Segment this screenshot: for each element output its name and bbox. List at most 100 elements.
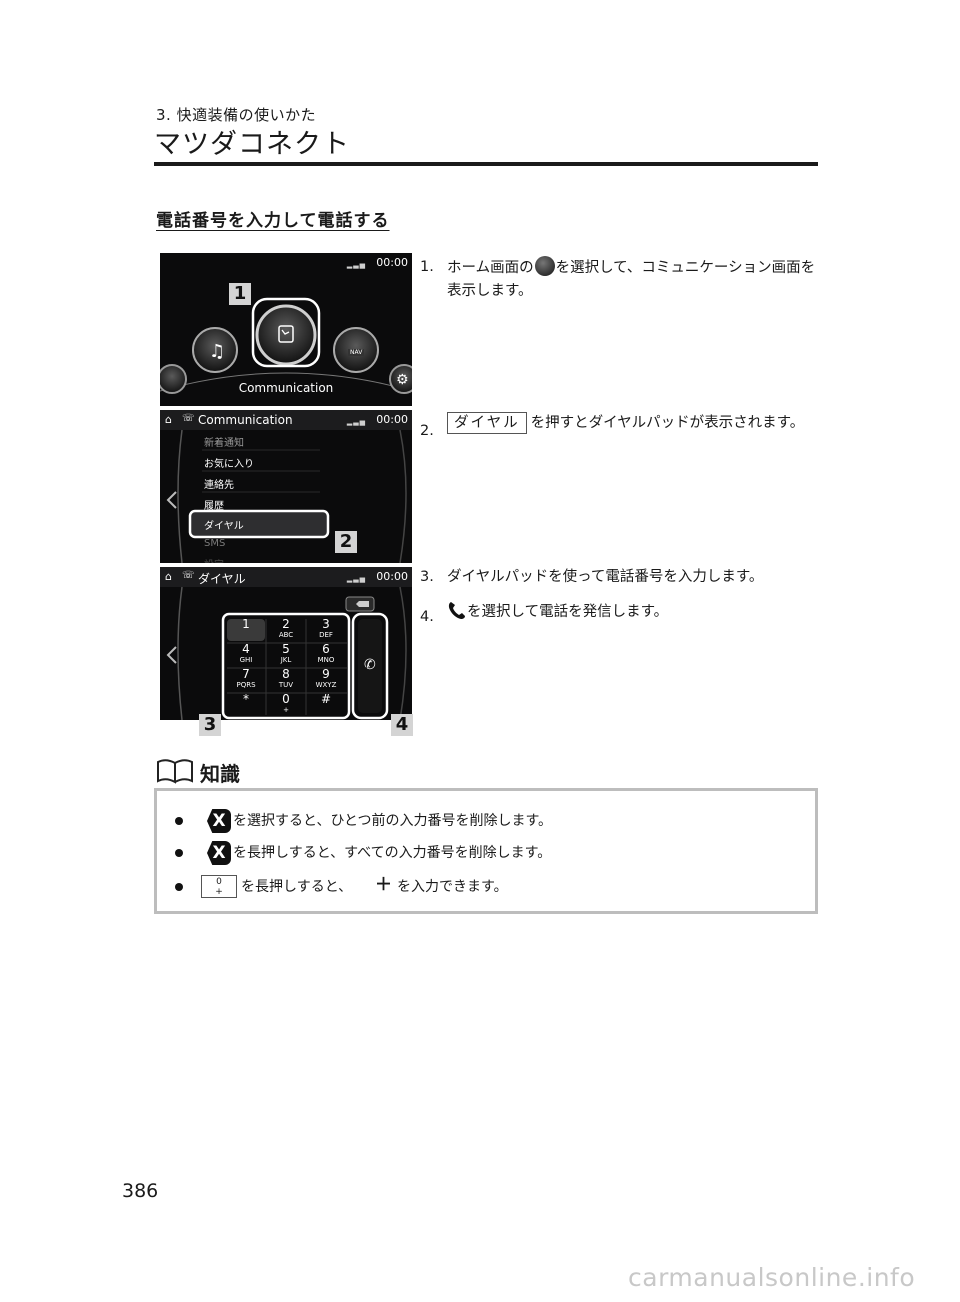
step-body: ダイヤルパッドを使って電話番号を入力します。 xyxy=(447,566,819,589)
dial-key-digit: 7 xyxy=(242,667,250,681)
screen-title: ダイヤル xyxy=(198,572,246,586)
knowledge-text: を長押しすると、 xyxy=(241,879,353,895)
screenshot-dialpad: ⌂ ☏ ダイヤル ▂▃▅ 00:00 ✆ 1 2 ABC 3 DEF 4 GHI… xyxy=(160,567,412,720)
delete-key-icon: X xyxy=(207,841,231,865)
menu-item: 履歴 xyxy=(204,501,224,512)
screenshot-communication-menu: ⌂ ☏ Communication ▂▃▅ 00:00 新着通知 お気に入り 連… xyxy=(160,410,412,563)
step-body: ダイヤルを押すとダイヤルパッドが表示されます。 xyxy=(447,412,819,435)
screenshot-home: ♫ ⚙ ▂▃▅ 00:00 NAV Communication xyxy=(160,253,412,406)
phone-app-icon: ☏ xyxy=(182,413,195,424)
title-rule xyxy=(154,162,818,166)
dial-key-digit: 6 xyxy=(322,642,330,656)
menu-item: 連絡先 xyxy=(204,480,234,491)
home-icon: ⌂ xyxy=(165,413,172,426)
step-2: 2. ダイヤルを押すとダイヤルパッドが表示されます。 xyxy=(420,412,820,462)
dial-key: 8 TUV xyxy=(266,667,306,693)
step-text: ホーム画面の xyxy=(447,260,534,276)
dial-key: 3 DEF xyxy=(306,617,346,643)
dial-key: 5 JKL xyxy=(266,642,306,668)
zero-key-icon: 0 + xyxy=(201,875,237,898)
menu-screen-graphic xyxy=(160,410,412,563)
step-text: を選択して、コミュニケーション画面を表示します。 xyxy=(447,260,816,299)
knowledge-item: 0 + を長押しすると、 ＋ を入力できます。 xyxy=(175,875,795,901)
callout-4: 4 xyxy=(391,714,413,736)
knowledge-text: を入力できます。 xyxy=(397,879,508,895)
dial-button-label: ダイヤル xyxy=(447,412,527,434)
signal-indicator: ▂▃▅ xyxy=(346,261,366,269)
dial-key-letters: + xyxy=(283,706,289,714)
menu-item: お気に入り xyxy=(204,459,254,470)
dial-key: 1 xyxy=(226,617,266,643)
dial-key-letters: DEF xyxy=(319,631,333,639)
chapter-label: 3. 快適装備の使いかた xyxy=(156,106,317,124)
dial-key-letters: PQRS xyxy=(236,681,256,689)
step-number: 4. xyxy=(420,609,434,625)
dial-key-digit: 1 xyxy=(242,617,250,631)
step-number: 3. xyxy=(420,569,434,585)
signal-indicator: ▂▃▅ xyxy=(346,575,366,583)
step-4: 4. を選択して電話を発信します。 xyxy=(420,600,820,626)
dial-key-digit: 2 xyxy=(282,617,290,631)
svg-text:⚙: ⚙ xyxy=(396,372,409,388)
callout-3: 3 xyxy=(199,714,221,736)
zero-key-plus: + xyxy=(215,887,223,897)
knowledge-text: を長押しすると、すべての入力番号を削除します。 xyxy=(233,845,552,861)
dial-key-digit: * xyxy=(243,692,249,706)
menu-item: SMS xyxy=(204,538,226,549)
dial-key-letters: ABC xyxy=(278,631,294,639)
menu-item: 新着通知 xyxy=(204,438,244,449)
step-body: を選択して電話を発信します。 xyxy=(447,600,819,624)
bullet-dot xyxy=(175,849,183,857)
step-text: を選択して電話を発信します。 xyxy=(467,604,669,620)
nav-badge: NAV xyxy=(348,349,365,356)
dial-key-digit: 3 xyxy=(322,617,330,631)
home-screen-label: Communication xyxy=(238,381,334,395)
clock: 00:00 xyxy=(376,570,408,583)
dialpad-screen-graphic xyxy=(160,567,412,720)
screen-title: Communication xyxy=(198,413,293,427)
delete-key-icon: X xyxy=(207,809,231,833)
communication-app-icon xyxy=(534,256,555,276)
dial-key-letters: GHI xyxy=(239,656,253,664)
phone-icon xyxy=(448,602,465,619)
dial-key-letters: MNO xyxy=(317,656,335,664)
knowledge-box: X を選択すると、ひとつ前の入力番号を削除します。 X を長押しすると、すべての… xyxy=(154,788,818,914)
dial-key: 0 + xyxy=(266,692,306,718)
step-number: 1. xyxy=(420,259,434,275)
knowledge-item: X を長押しすると、すべての入力番号を削除します。 xyxy=(175,841,795,867)
dial-key: 7 PQRS xyxy=(226,667,266,693)
phone-app-icon: ☏ xyxy=(182,570,195,581)
home-screen-graphic: ♫ ⚙ xyxy=(160,297,412,394)
svg-text:♫: ♫ xyxy=(209,341,225,362)
dial-key-digit: 8 xyxy=(282,667,290,681)
book-icon xyxy=(157,759,193,784)
step-number: 2. xyxy=(420,423,434,439)
dial-key: 9 WXYZ xyxy=(306,668,346,693)
dial-key-letters: TUV xyxy=(278,681,294,689)
clock: 00:00 xyxy=(376,413,408,426)
dial-key-digit: 0 xyxy=(282,692,290,706)
callout-1: 1 xyxy=(229,283,251,305)
dial-key: 6 MNO xyxy=(306,642,346,668)
dial-key-digit: 4 xyxy=(242,642,250,656)
step-text: を押すとダイヤルパッドが表示されます。 xyxy=(530,415,805,431)
bullet-dot xyxy=(175,817,183,825)
page-title: マツダコネクト xyxy=(154,129,350,160)
step-body: ホーム画面のを選択して、コミュニケーション画面を表示します。 xyxy=(447,256,819,303)
step-text: ダイヤルパッドを使って電話番号を入力します。 xyxy=(447,569,764,585)
watermark: carmanualsonline.info xyxy=(628,1263,916,1292)
dial-key: 4 GHI xyxy=(226,642,266,668)
home-icon: ⌂ xyxy=(165,570,172,583)
section-heading: 電話番号を入力して電話する xyxy=(156,211,390,231)
menu-item: 設定 xyxy=(204,556,224,563)
knowledge-item: X を選択すると、ひとつ前の入力番号を削除します。 xyxy=(175,809,795,835)
dial-key-letters: JKL xyxy=(280,656,292,664)
knowledge-title: 知識 xyxy=(200,762,240,786)
plus-symbol: ＋ xyxy=(375,875,392,895)
dial-key-digit: 5 xyxy=(282,642,290,656)
knowledge-text: を選択すると、ひとつ前の入力番号を削除します。 xyxy=(233,813,553,829)
callout-2: 2 xyxy=(335,531,357,553)
dial-key-letters: WXYZ xyxy=(315,681,337,689)
clock: 00:00 xyxy=(376,256,408,269)
step-1: 1. ホーム画面のを選択して、コミュニケーション画面を表示します。 xyxy=(420,256,820,306)
